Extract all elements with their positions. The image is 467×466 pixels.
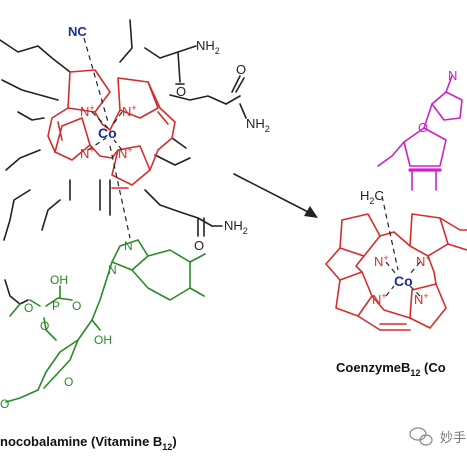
co-n-bond-right-3 (385, 285, 395, 297)
wechat-icon (409, 427, 433, 446)
h2c-label: H2C (360, 188, 384, 206)
o-label-ribose: O (418, 120, 428, 135)
oh-label-2: OH (94, 333, 112, 347)
co-n-bond-right-2 (409, 261, 421, 275)
o-label-1: O (176, 84, 186, 99)
n-label-adenine: N (448, 68, 457, 83)
o-label-7: O (64, 375, 73, 389)
adenosyl-group (377, 75, 463, 191)
p-label: P (52, 299, 60, 313)
o-label-2: O (236, 62, 246, 77)
n-plus-label-4: N+ (118, 145, 133, 161)
cyanocobalamin-side-chains (0, 19, 247, 305)
watermark-text: 妙手 (440, 430, 466, 445)
cyanide-coordination-bond (83, 37, 109, 123)
coenzyme-corrin-ring (325, 213, 467, 331)
cobalt-label-right: Co (394, 273, 413, 289)
cyanocobalamin-nucleotide (5, 239, 206, 403)
cyanocobalamin-caption: nocobalamine (Vitamine B12) (0, 434, 177, 452)
coenzyme-caption: CoenzymeB12 (Co (336, 360, 446, 378)
nh2-label-1: NH2 (196, 38, 220, 56)
co-n-bond-2 (111, 111, 123, 127)
cyanide-label: NC (68, 24, 87, 39)
n-plus-label-1: N+ (80, 103, 95, 119)
n-label-imidazole-1: N (124, 239, 133, 253)
oh-label-1: OH (50, 273, 68, 287)
co-n-bond-right-1 (385, 261, 397, 275)
o-label-5: O (24, 301, 33, 315)
o-label-3: O (194, 238, 204, 253)
co-n-bond-1 (91, 111, 109, 129)
n-label-imidazole-2: N (108, 263, 117, 277)
n-plus-label-right-1: N+ (374, 253, 389, 269)
cyanocobalamin-structure: NC Co N+ N+ N+ N+ NH2 O O NH2 O NH2 N N … (0, 19, 270, 411)
watermark: 妙手 (409, 427, 466, 446)
coenzyme-b12-structure: H2C N O Co N+ N+ N+ N+ (325, 68, 467, 331)
nh2-label-3: NH2 (224, 218, 248, 236)
o-label-6: O (40, 319, 49, 333)
reaction-arrow (233, 173, 318, 218)
benzimidazole-coordination-bond (109, 145, 131, 239)
cobalt-label-left: Co (98, 125, 117, 141)
o-label-8: O (0, 397, 9, 411)
o-label-4: O (72, 299, 81, 313)
adenosyl-co-bond (381, 195, 399, 271)
n-plus-label-right-4: N+ (414, 291, 429, 307)
n-plus-label-right-2: N+ (416, 253, 431, 269)
n-plus-label-right-3: N+ (372, 291, 387, 307)
co-n-bond-right-4 (409, 285, 421, 297)
co-n-bond-3 (87, 137, 107, 151)
nh2-label-2: NH2 (246, 116, 270, 134)
co-n-bond-4 (113, 139, 123, 151)
n-plus-label-3: N+ (80, 145, 95, 161)
cyanocobalamin-corrin-ring (47, 69, 176, 189)
